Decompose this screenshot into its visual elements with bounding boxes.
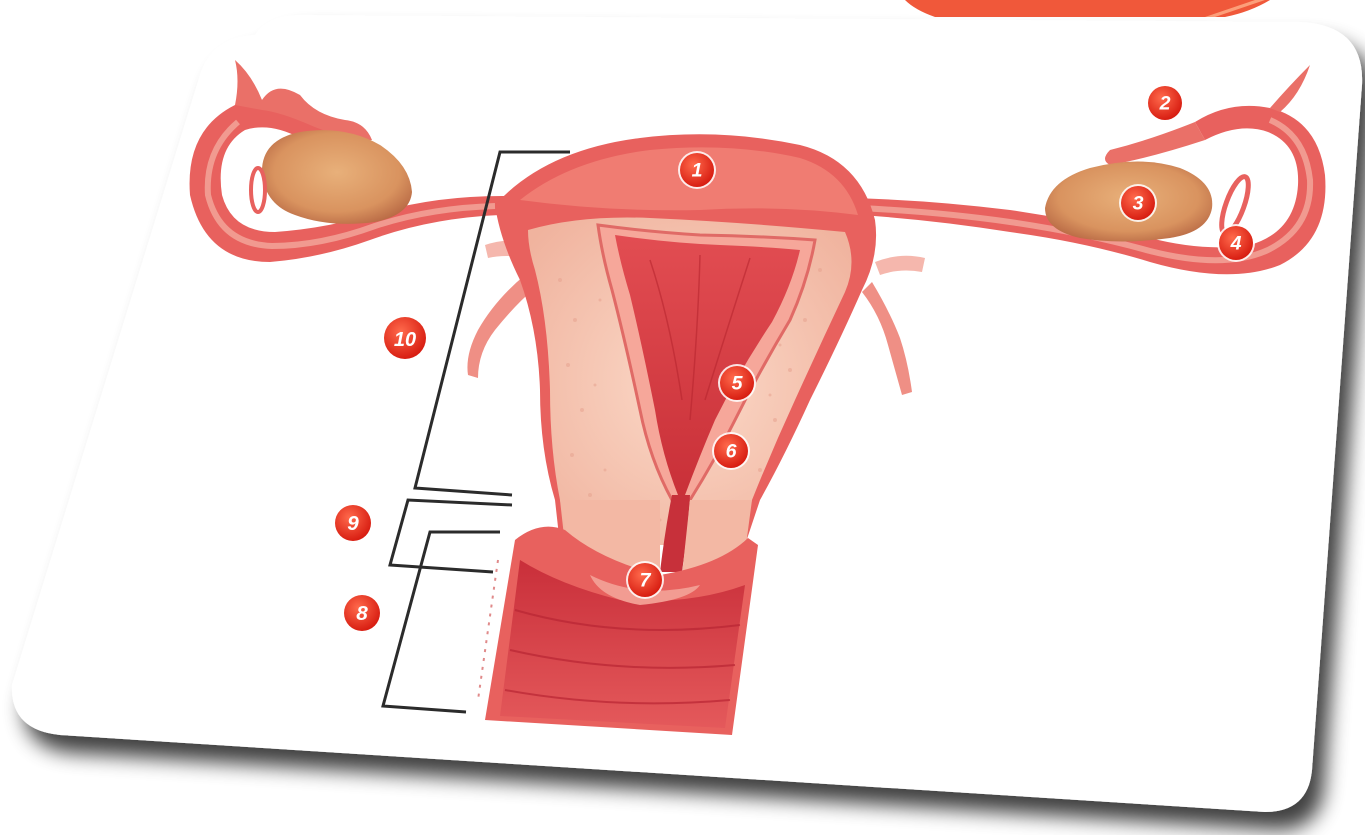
marker-label: 5: [732, 372, 744, 394]
marker-label: 8: [356, 602, 368, 625]
marker-label: 4: [1230, 232, 1242, 254]
left-ovary-ligament-hole: [251, 168, 265, 212]
marker-4: 4: [1217, 224, 1255, 262]
marker-label: 6: [726, 440, 737, 462]
marker-label: 2: [1159, 92, 1171, 114]
marker-3: 3: [1119, 184, 1157, 222]
marker-10: 10: [382, 315, 428, 361]
marker-2: 2: [1146, 84, 1184, 122]
marker-9: 9: [333, 503, 373, 543]
marker-label: 7: [640, 569, 652, 591]
marker-label: 10: [394, 329, 416, 351]
marker-label: 3: [1133, 192, 1144, 214]
marker-1: 1: [678, 151, 716, 189]
marker-label: 9: [347, 512, 359, 535]
marker-7: 7: [626, 561, 664, 599]
marker-6: 6: [712, 432, 750, 470]
marker-5: 5: [718, 364, 756, 402]
marker-8: 8: [342, 593, 382, 633]
marker-label: 1: [692, 159, 703, 181]
